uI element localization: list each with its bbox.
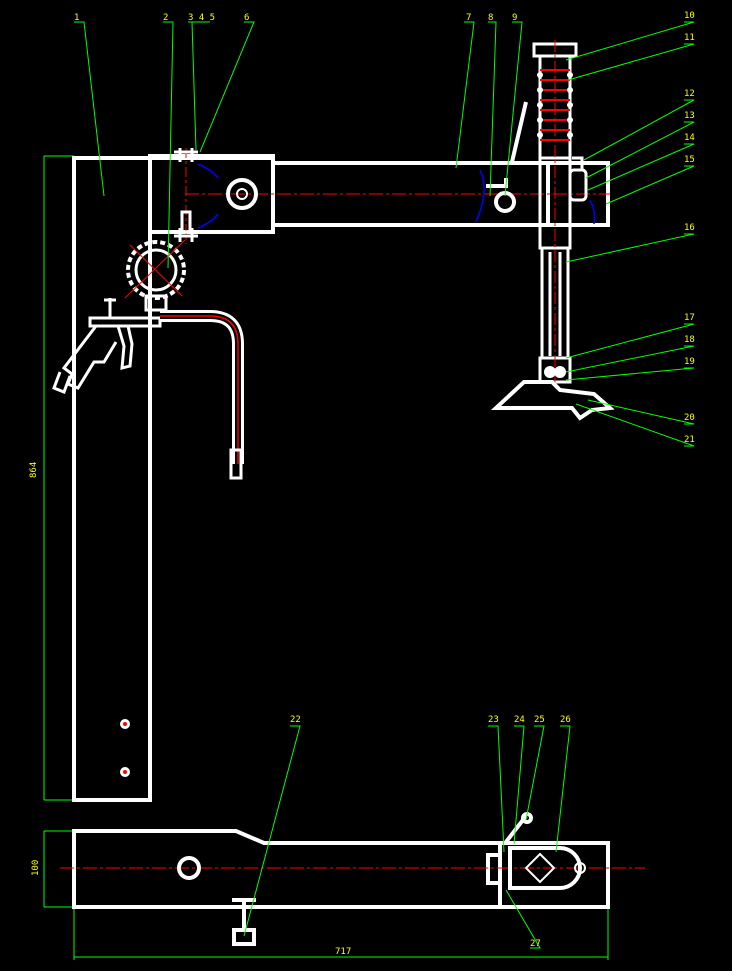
- spray-gun: [52, 298, 162, 394]
- dimension-vertical: [43, 155, 74, 801]
- dimension-base-height: [43, 830, 74, 908]
- callout-13: 13: [684, 111, 695, 121]
- callout-11: 11: [684, 33, 695, 43]
- callout-1: 1: [74, 13, 79, 23]
- callout-20: 20: [684, 413, 695, 423]
- callout-22: 22: [290, 715, 301, 725]
- column-holes: [120, 719, 130, 777]
- leveling-foot: [232, 898, 256, 946]
- callout-10: 10: [684, 11, 695, 21]
- pressure-gauge: [124, 239, 186, 312]
- callout-23: 23: [488, 715, 499, 725]
- base-pivot: [177, 856, 201, 880]
- callout-8: 8: [488, 13, 493, 23]
- clamp-bolts: [174, 148, 198, 242]
- callout-17: 17: [684, 313, 695, 323]
- dimension-horizontal-label: 717: [335, 947, 351, 957]
- callout-15: 15: [684, 155, 695, 165]
- callout-6: 6: [244, 13, 249, 23]
- callout-12: 12: [684, 89, 695, 99]
- callout-labels: 1 2 3 4 5 6 7 8 9 10 11 12 13 14 15 16 1…: [74, 11, 695, 949]
- arm-pivot: [226, 178, 258, 210]
- callout-9: 9: [512, 13, 517, 23]
- base-plate: [72, 829, 610, 909]
- callout-16: 16: [684, 223, 695, 233]
- callout-345: 3 4 5: [188, 13, 215, 23]
- callout-7: 7: [466, 13, 471, 23]
- base-lever: [504, 812, 533, 844]
- callout-21: 21: [684, 435, 695, 445]
- foot-pad: [490, 366, 615, 421]
- callout-2: 2: [163, 13, 168, 23]
- base-slot: [508, 846, 586, 890]
- callout-26: 26: [560, 715, 571, 725]
- callout-24: 24: [514, 715, 525, 725]
- leader-lines: [74, 21, 695, 949]
- locking-knob: [568, 156, 588, 202]
- hidden-lines: [197, 163, 596, 229]
- dimension-vertical-label: 864: [29, 462, 39, 478]
- air-hose: [160, 310, 244, 480]
- callout-19: 19: [684, 357, 695, 367]
- spring-outline: [537, 72, 573, 138]
- dimension-base-height-label: 100: [31, 860, 41, 876]
- callout-25: 25: [534, 715, 545, 725]
- callout-14: 14: [684, 133, 695, 143]
- lever-handle: [486, 101, 528, 213]
- callout-18: 18: [684, 335, 695, 345]
- callout-27: 27: [530, 939, 541, 949]
